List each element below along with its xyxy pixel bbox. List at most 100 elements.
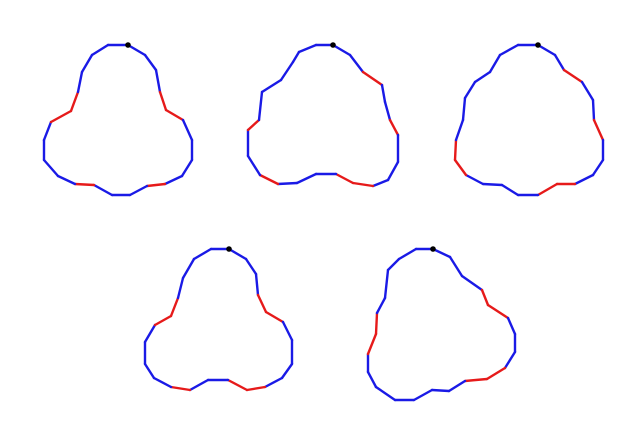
blue-edge [143,323,157,344]
blue-edge [454,118,465,142]
blue-edge [447,379,467,393]
blue-edge [500,183,520,197]
blue-edge [281,320,294,342]
shape-2 [246,42,400,188]
red-edge [463,377,489,383]
red-edge [351,181,375,188]
blue-edge [163,174,184,186]
red-edge [264,310,285,324]
shape-5 [366,246,517,402]
blue-edge [128,184,149,197]
blue-edge [152,376,173,389]
blue-edge [276,181,299,186]
red-edge [453,138,458,162]
blue-edge [464,173,485,186]
blue-edge [503,350,517,370]
blue-edge [143,362,156,380]
blue-edge [92,183,114,197]
start-vertex-dot [226,246,232,252]
blue-edge [431,247,452,259]
red-edge [49,109,73,124]
blue-edge [254,272,260,297]
blue-edge [181,257,196,280]
red-edge [366,332,378,356]
blue-edge [297,43,318,54]
blue-edge [383,100,392,122]
blue-edge [260,78,283,94]
red-edge [169,385,192,392]
blue-edge [279,60,295,82]
shape-4 [143,246,294,392]
start-vertex-dot [535,42,541,48]
red-edge [486,303,510,320]
blue-edge [176,276,185,300]
blue-edge [386,160,400,182]
start-vertex-dot [125,42,131,48]
shape-3 [453,42,605,197]
blue-edge [371,178,390,188]
red-edge [246,118,261,132]
blue-edge [383,268,390,300]
red-edge [334,172,355,185]
blue-edge [448,255,464,278]
start-vertex-dot [330,42,336,48]
shape-1 [42,42,194,197]
blue-edge [181,118,194,142]
blue-edge [591,98,596,122]
blue-edge [42,158,60,178]
blue-edge [591,158,605,177]
red-edge [374,311,379,336]
blue-edge [331,43,352,57]
blue-edge [460,274,484,292]
blue-edge [498,43,520,57]
red-edge [164,108,185,122]
blue-edge [42,120,53,142]
blue-edge [397,247,418,261]
red-edge [485,366,507,381]
blue-edge [463,80,477,100]
red-edge [256,293,268,314]
blue-edge [412,388,434,402]
blue-edge [573,173,595,186]
blue-edge [506,316,517,336]
red-edge [388,118,400,137]
blue-edge [553,53,566,72]
blue-edge [386,257,401,272]
red-edge [145,182,167,188]
red-edge [258,173,280,186]
blue-edge [263,376,284,389]
blue-edge [244,257,258,276]
start-vertex-dot [430,246,436,252]
blue-edge [374,385,397,402]
blue-edge [481,182,504,187]
blue-edge [580,80,595,102]
red-edge [592,118,605,142]
blue-edge [430,388,451,393]
red-edge [562,68,584,84]
blue-edge [90,43,110,57]
red-edge [536,182,559,197]
red-edge [453,158,468,177]
blue-edge [56,174,77,186]
blue-edge [461,96,467,122]
shapes-group [42,42,605,402]
blue-edge [366,370,378,389]
red-edge [226,378,249,392]
blue-edge [188,378,210,392]
blue-edge [295,172,318,185]
red-edge [153,314,173,327]
red-edge [361,70,384,87]
blue-edge [246,154,262,177]
blue-edge [143,53,158,72]
red-edge [245,385,267,392]
red-edge [158,90,168,112]
blue-edge [488,53,502,74]
blue-edge [80,53,94,74]
red-edge [480,288,490,307]
red-edge [73,182,96,187]
blue-edge [154,68,162,94]
blue-edge [227,247,248,261]
blue-edge [126,43,147,57]
